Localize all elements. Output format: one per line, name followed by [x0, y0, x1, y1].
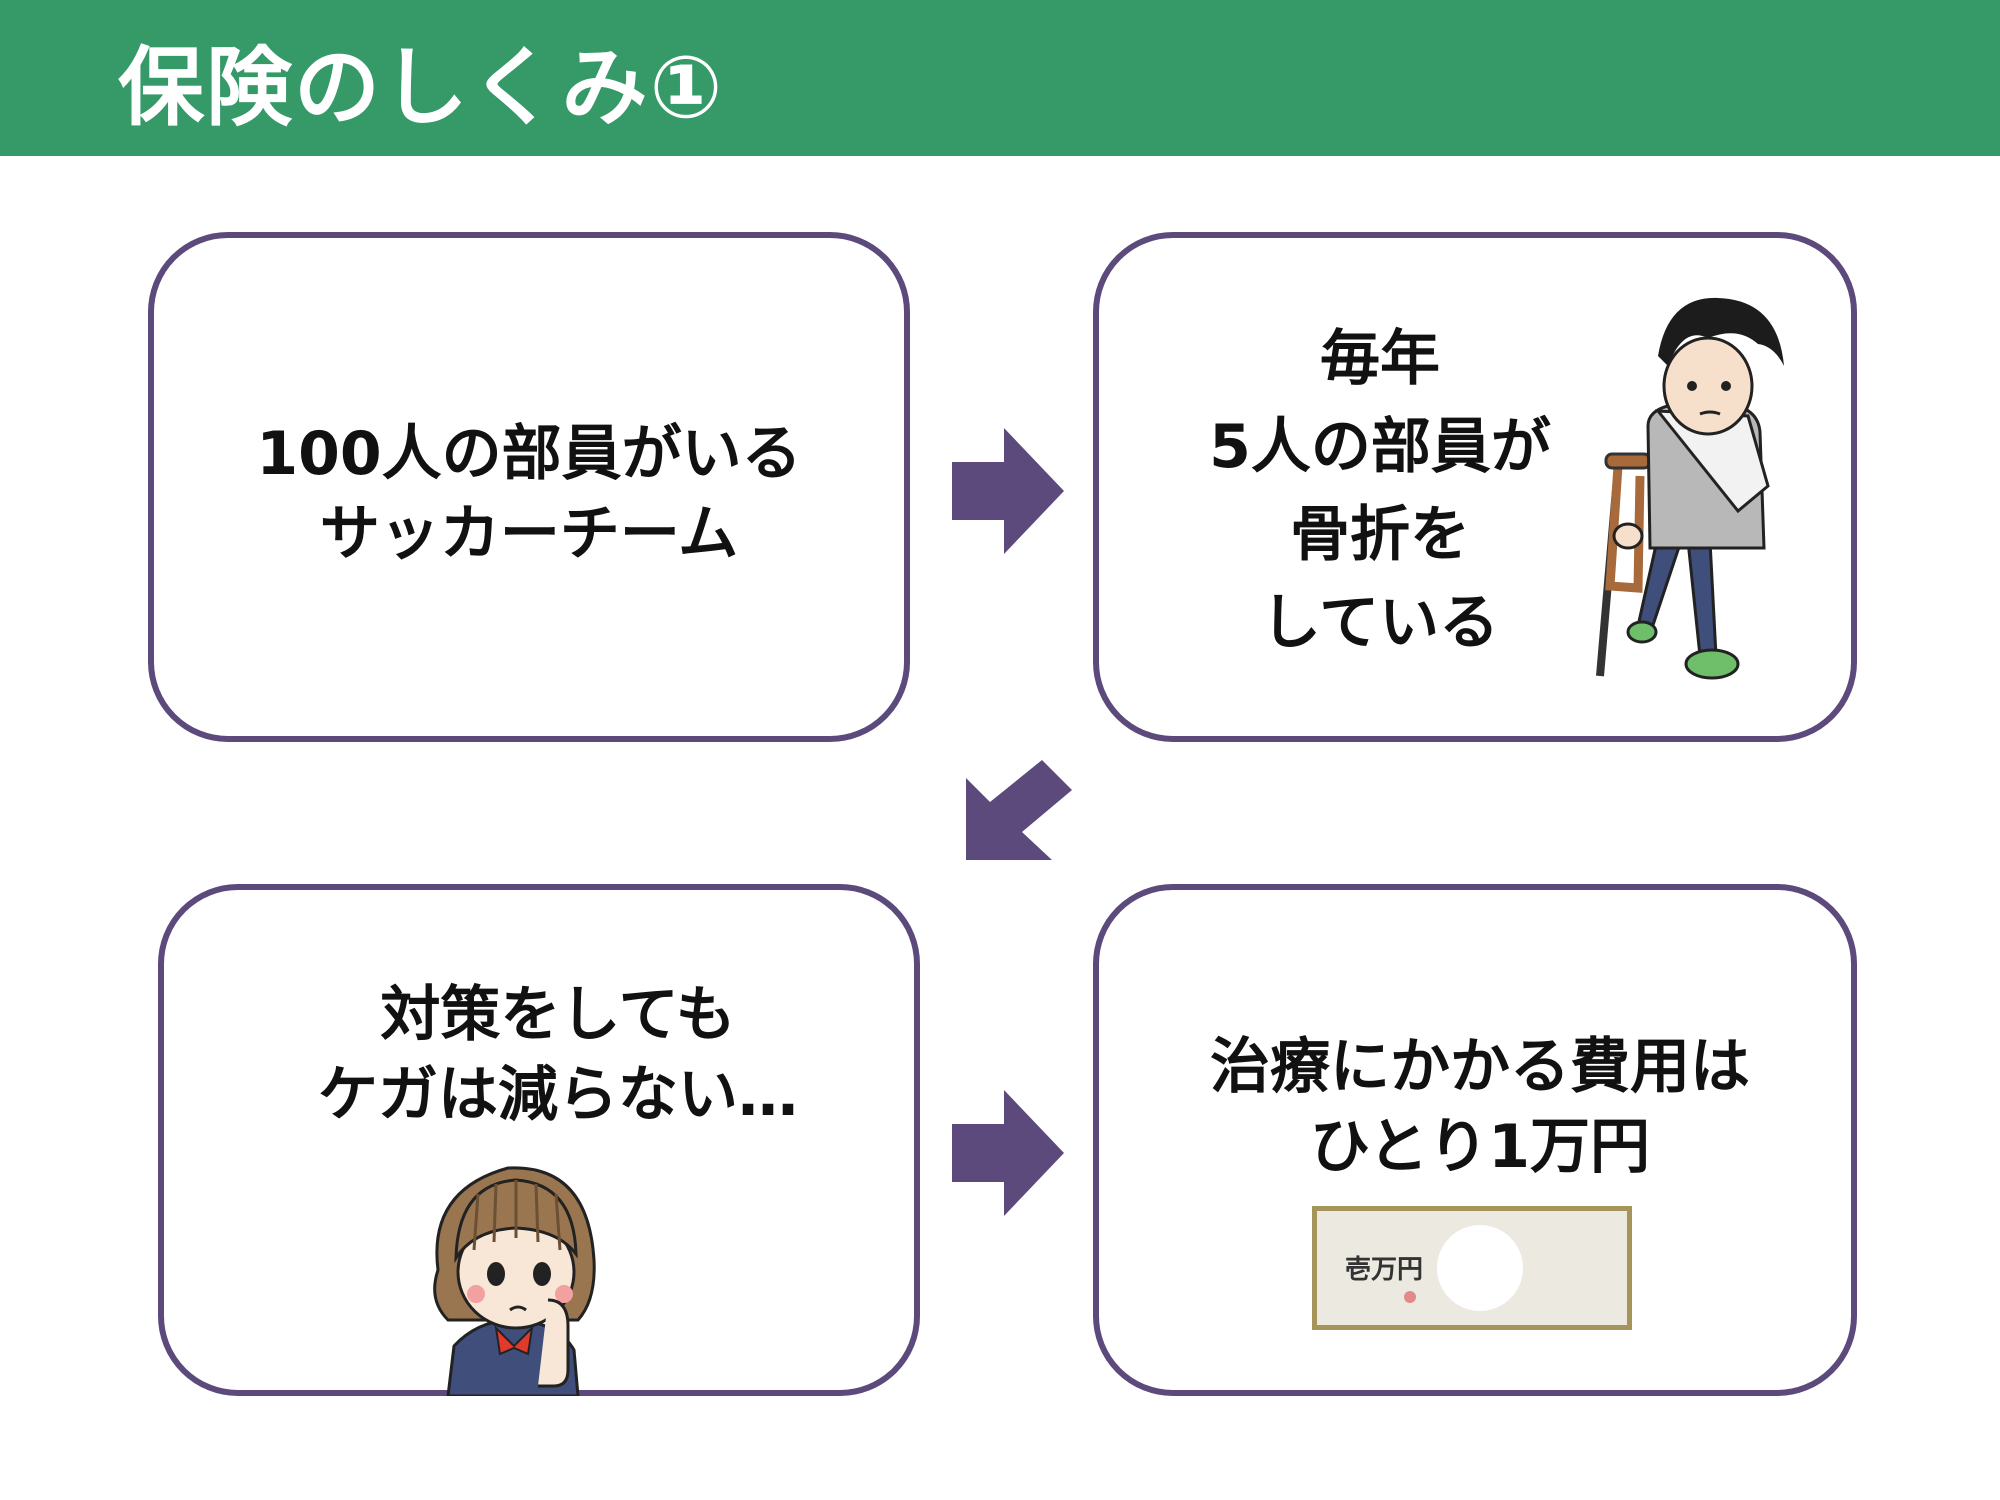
prevention-line-2: ケガは減らない… — [318, 1060, 798, 1130]
page-title: 保険のしくみ① — [118, 38, 725, 138]
injury-line-2: 5人の部員が — [1209, 412, 1551, 482]
arrow-down-left-icon — [966, 760, 1072, 860]
worried-girl-icon — [433, 1166, 596, 1396]
team-line-1: 100人の部員がいる — [256, 419, 802, 489]
bill-label: 壱万円 — [1345, 1255, 1424, 1285]
injury-line-1: 毎年 — [1320, 324, 1440, 394]
injury-line-3: 骨折を — [1290, 500, 1470, 570]
cost-line-1: 治療にかかる費用は — [1210, 1032, 1750, 1102]
team-line-2: サッカーチーム — [319, 499, 739, 569]
arrow-right-icon — [952, 1090, 1064, 1216]
prevention-text: 対策をしても ケガは減らない… — [258, 975, 858, 1135]
injury-text: 毎年 5人の部員が 骨折を している — [1190, 315, 1570, 667]
cost-line-2: ひとり1万円 — [1310, 1112, 1650, 1182]
injury-line-4: している — [1260, 588, 1500, 658]
arrow-right-icon — [952, 428, 1064, 554]
team-box — [148, 232, 910, 742]
prevention-line-1: 対策をしても — [380, 980, 736, 1050]
cost-text: 治療にかかる費用は ひとり1万円 — [1150, 1027, 1810, 1187]
bill-watermark-circle — [1437, 1225, 1523, 1311]
ten-thousand-yen-bill-icon: 壱万円 — [1312, 1206, 1632, 1330]
header-bar — [0, 0, 2000, 156]
team-text: 100人の部員がいる サッカーチーム — [148, 414, 910, 574]
bill-seal-dot — [1404, 1291, 1416, 1303]
injured-boy-on-crutch-icon — [1596, 297, 1784, 680]
